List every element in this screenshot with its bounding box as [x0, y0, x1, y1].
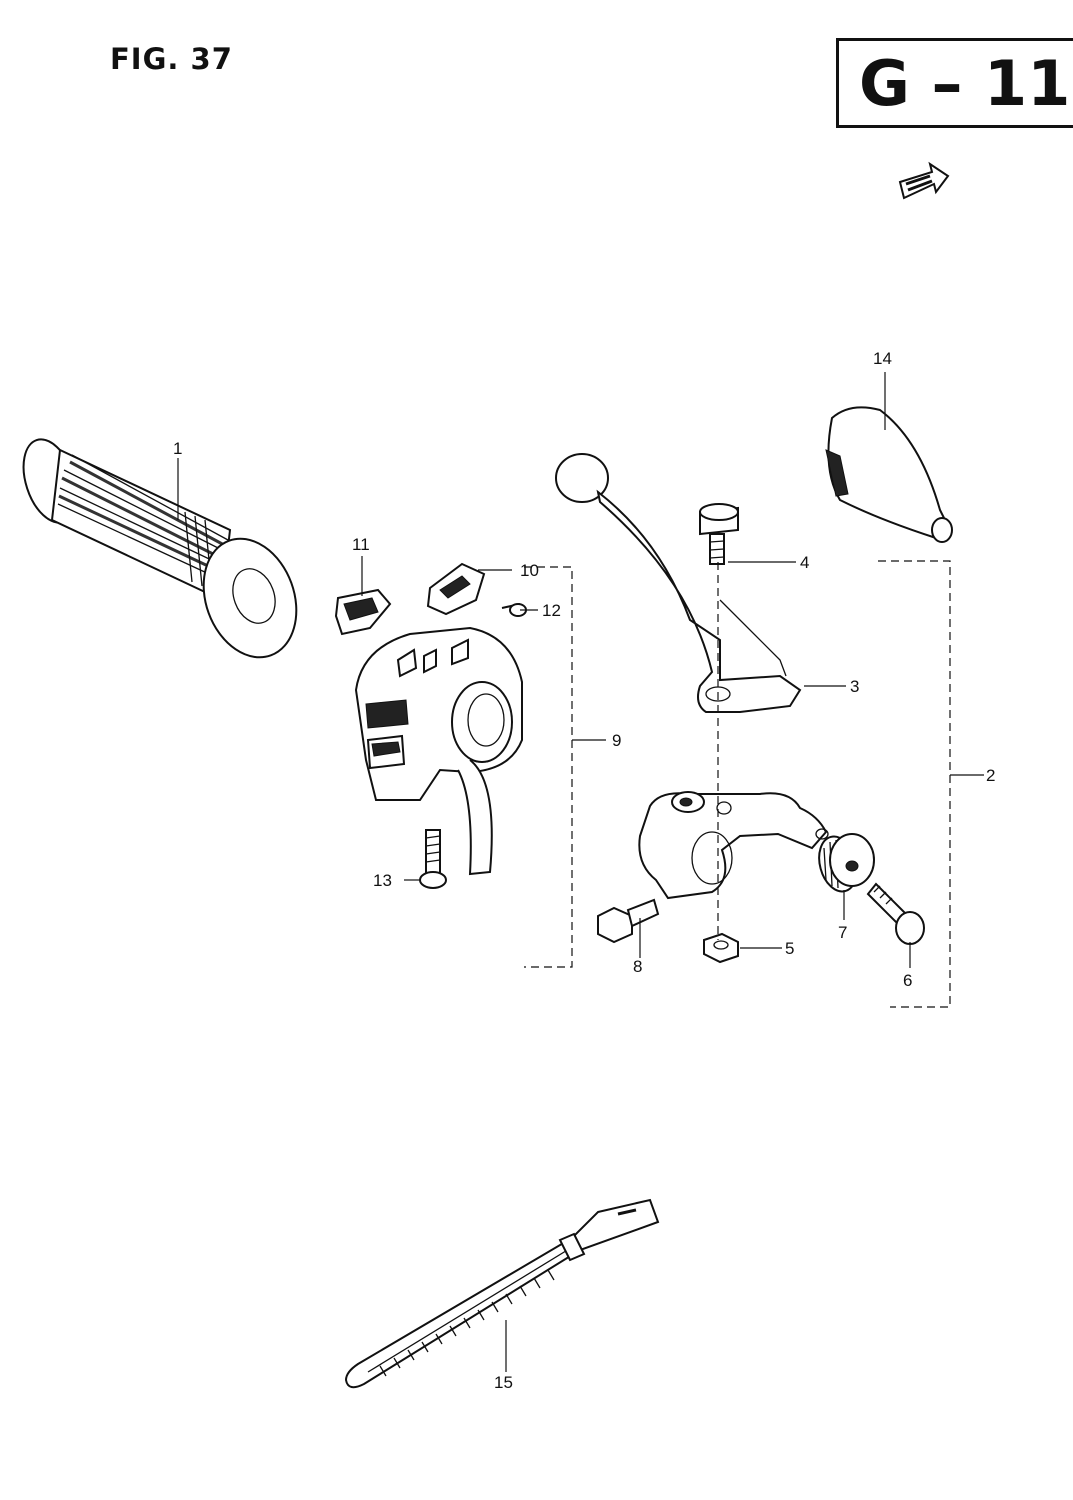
part-7-adjuster — [818, 833, 875, 893]
callout-10: 10 — [520, 561, 539, 580]
callout-14: 14 — [873, 349, 892, 368]
callout-12: 12 — [542, 601, 561, 620]
callout-4: 4 — [800, 553, 809, 572]
assembly-bracket-9 — [524, 566, 606, 968]
part-1-grip — [22, 438, 298, 659]
callout-13: 13 — [373, 871, 392, 890]
callout-8: 8 — [633, 957, 642, 976]
part-14-lever-cover — [825, 406, 953, 543]
callout-11: 11 — [352, 535, 370, 554]
leader-lines — [177, 372, 911, 1372]
callout-3: 3 — [850, 677, 859, 696]
section-code-box: G – 11 — [836, 38, 1073, 128]
assembly-bracket-2 — [878, 560, 984, 1008]
part-2-lever-holder — [638, 791, 829, 900]
part-15-cable-tie — [344, 1198, 660, 1389]
part-10-switch-cover — [426, 562, 486, 616]
figure-title: FIG. 37 — [110, 42, 233, 76]
part-6-screw — [866, 882, 925, 945]
part-4-pivot-bolt — [699, 503, 739, 565]
callout-2: 2 — [986, 766, 995, 785]
part-9-switch-housing — [354, 626, 523, 876]
callout-6: 6 — [903, 971, 912, 990]
part-13-bolt — [419, 829, 447, 889]
callout-1: 1 — [173, 439, 182, 458]
callout-9: 9 — [612, 731, 621, 750]
arrow-right-icon — [898, 161, 950, 200]
callout-15: 15 — [494, 1373, 513, 1392]
part-8-bolt — [597, 898, 660, 944]
section-code: G – 11 — [859, 47, 1071, 120]
part-3-lever — [555, 453, 802, 713]
callout-5: 5 — [785, 939, 794, 958]
callout-7: 7 — [838, 923, 847, 942]
part-11-knob — [334, 588, 392, 636]
part-5-nut — [703, 932, 739, 964]
